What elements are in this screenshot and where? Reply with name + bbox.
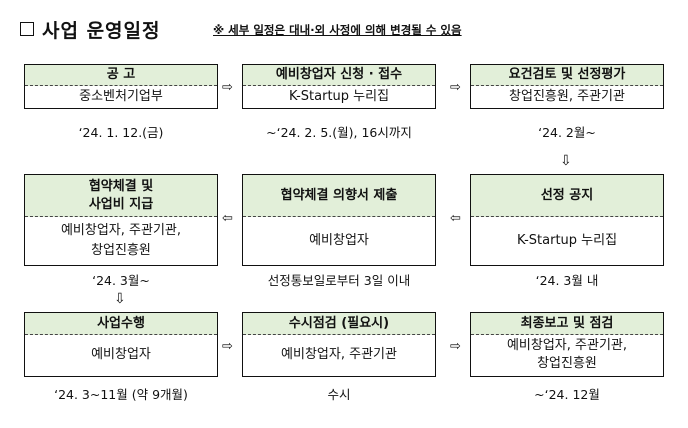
section-title: 사업 운영일정 xyxy=(20,14,161,44)
step-body: 예비창업자 xyxy=(91,347,151,362)
step-application: 예비창업자 신청 · 접수 K-Startup 누리집 xyxy=(242,64,436,109)
step-date: ‘24. 3월~ xyxy=(92,273,150,288)
right-arrow-icon: ⇨ xyxy=(450,339,461,354)
section-title-text: 사업 운영일정 xyxy=(42,19,161,42)
step-body: K-Startup 누리집 xyxy=(288,88,390,104)
step-head: 사업수행 xyxy=(25,313,217,335)
step-body: 예비창업자 xyxy=(309,232,369,248)
step-head: 협약체결 및 사업비 지급 xyxy=(25,175,217,217)
left-arrow-icon: ⇦ xyxy=(450,211,461,226)
step-final-report: 최종보고 및 점검 예비창업자, 주관기관, 창업진흥원 xyxy=(470,312,664,377)
left-arrow-icon: ⇦ xyxy=(222,211,233,226)
step-head: 요건검토 및 선정평가 xyxy=(471,65,663,86)
checkbox-icon xyxy=(20,22,34,36)
down-arrow-icon: ⇩ xyxy=(114,291,126,307)
step-body: 중소벤처기업부 xyxy=(79,88,163,104)
step-date: ‘24. 3~11월 (약 9개월) xyxy=(54,387,188,402)
step-contract: 협약체결 및 사업비 지급 예비창업자, 주관기관, 창업진흥원 xyxy=(24,174,218,266)
step-inspection: 수시점검 (필요시) 예비창업자, 주관기관 xyxy=(242,312,436,377)
step-announcement: 공 고 중소벤처기업부 xyxy=(24,64,218,109)
step-head: 예비창업자 신청 · 접수 xyxy=(243,65,435,86)
schedule-note: ※ 세부 일정은 대내·외 사정에 의해 변경될 수 있음 xyxy=(213,23,462,37)
step-head: 최종보고 및 점검 xyxy=(471,313,663,335)
step-body: 예비창업자, 주관기관 xyxy=(281,347,397,362)
step-body: 예비창업자, 주관기관, 창업진흥원 xyxy=(60,222,182,258)
step-head: 협약체결 의향서 제출 xyxy=(243,175,435,217)
step-date: ~‘24. 2. 5.(월), 16시까지 xyxy=(266,125,412,140)
step-date: ‘24. 2월~ xyxy=(538,125,596,140)
step-execution: 사업수행 예비창업자 xyxy=(24,312,218,377)
step-letter-of-intent: 협약체결 의향서 제출 예비창업자 xyxy=(242,174,436,266)
step-body: K-Startup 누리집 xyxy=(516,232,618,248)
step-date: 선정통보일로부터 3일 이내 xyxy=(267,273,411,288)
step-date: ~‘24. 12월 xyxy=(534,387,600,402)
step-body: 창업진흥원, 주관기관 xyxy=(509,88,625,104)
step-date: ‘24. 3월 내 xyxy=(535,273,599,288)
right-arrow-icon: ⇨ xyxy=(222,80,233,95)
step-head: 공 고 xyxy=(25,65,217,86)
step-head: 선정 공지 xyxy=(471,175,663,217)
step-date: 수시 xyxy=(327,387,351,402)
right-arrow-icon: ⇨ xyxy=(450,80,461,95)
step-evaluation: 요건검토 및 선정평가 창업진흥원, 주관기관 xyxy=(470,64,664,109)
step-selection-notice: 선정 공지 K-Startup 누리집 xyxy=(470,174,664,266)
right-arrow-icon: ⇨ xyxy=(222,339,233,354)
step-date: ‘24. 1. 12.(금) xyxy=(78,125,164,140)
down-arrow-icon: ⇩ xyxy=(560,153,572,169)
step-body: 예비창업자, 주관기관, 창업진흥원 xyxy=(506,338,628,371)
step-head: 수시점검 (필요시) xyxy=(243,313,435,335)
